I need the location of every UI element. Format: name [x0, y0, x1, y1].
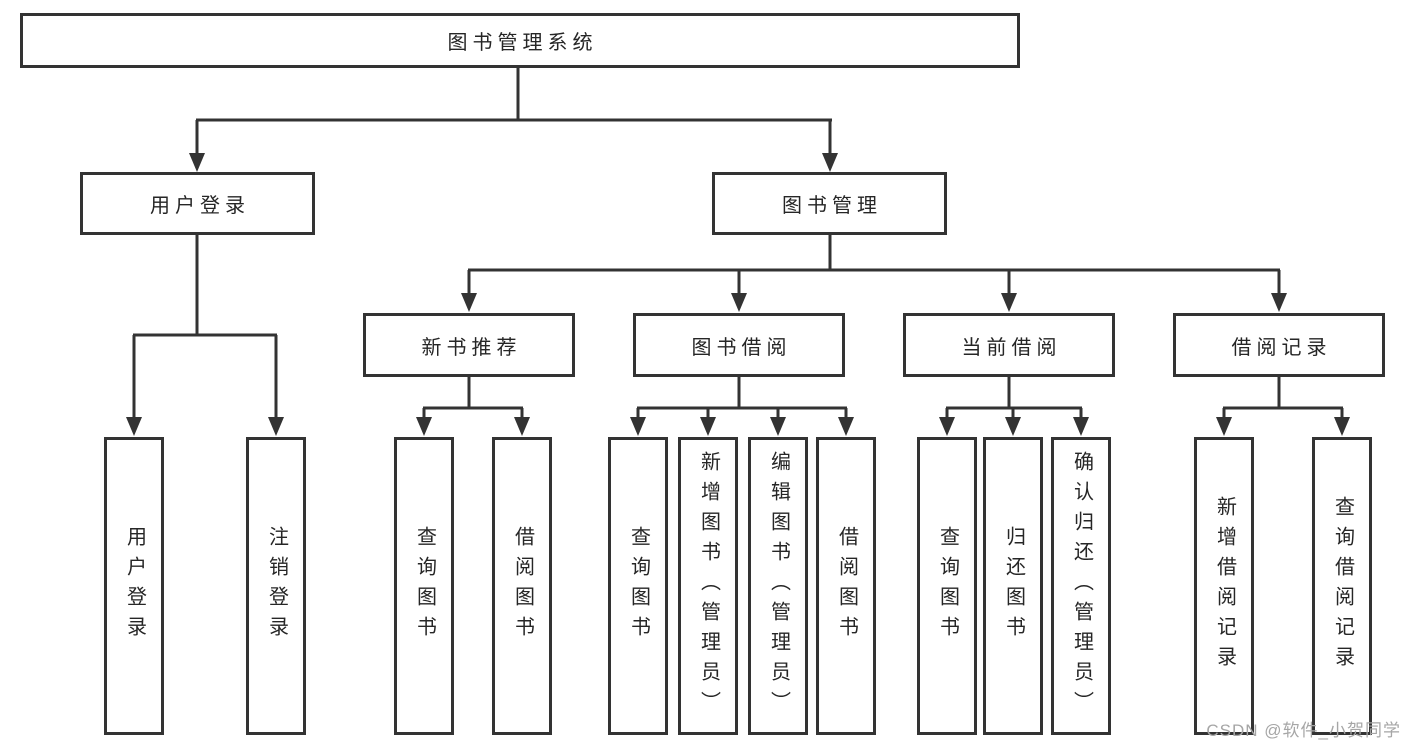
leaf-edit-book-admin: 编辑图书（管理员） [748, 437, 808, 735]
arrowhead-icon [268, 417, 284, 436]
connector-new-book-split [422, 377, 524, 421]
node-book-borrow: 图书借阅 [633, 313, 845, 377]
leaf-add-borrow-record-label: 新增借阅记录 [1213, 496, 1236, 676]
arrowhead-icon [822, 153, 838, 172]
leaf-edit-book-admin-label: 编辑图书（管理员） [767, 451, 790, 721]
connector-current-borrow-split [945, 377, 1083, 421]
node-book-management: 图书管理 [712, 172, 947, 235]
leaf-return-books-label: 归还图书 [1002, 526, 1025, 646]
arrowhead-icon [461, 293, 477, 312]
leaf-add-borrow-record: 新增借阅记录 [1194, 437, 1254, 735]
arrowhead-icon [1271, 293, 1287, 312]
node-user-login: 用户登录 [80, 172, 315, 235]
node-borrow-records-label: 借阅记录 [1231, 336, 1332, 359]
csdn-watermark: CSDN @软件_小贺同学 [1206, 721, 1401, 740]
leaf-borrow-books-recommend: 借阅图书 [492, 437, 552, 735]
leaf-borrow-books-recommend-label: 借阅图书 [511, 526, 534, 646]
arrowhead-icon [126, 417, 142, 436]
leaf-confirm-return-admin-label: 确认归还（管理员） [1070, 451, 1093, 721]
leaf-confirm-return-admin: 确认归还（管理员） [1051, 437, 1111, 735]
arrowhead-icon [514, 417, 530, 436]
arrowhead-icon [1216, 417, 1232, 436]
arrowhead-icon [1001, 293, 1017, 312]
leaf-query-books-borrow: 查询图书 [608, 437, 668, 735]
leaf-query-books-current: 查询图书 [917, 437, 977, 735]
leaf-query-books-recommend-label: 查询图书 [413, 526, 436, 646]
arrowhead-icon [189, 153, 205, 172]
leaf-borrow-books-label: 借阅图书 [835, 526, 858, 646]
arrowhead-icon [770, 417, 786, 436]
connector-book-borrow-split [636, 377, 848, 421]
leaf-add-book-admin: 新增图书（管理员） [678, 437, 738, 735]
node-new-book-recommend-label: 新书推荐 [421, 336, 522, 359]
leaf-query-borrow-record: 查询借阅记录 [1312, 437, 1372, 735]
leaf-add-book-admin-label: 新增图书（管理员） [697, 451, 720, 721]
leaf-query-books-recommend: 查询图书 [394, 437, 454, 735]
node-current-borrow: 当前借阅 [903, 313, 1115, 377]
connector-borrow-records-split [1222, 377, 1344, 421]
leaf-logout-label: 注销登录 [265, 526, 288, 646]
node-root: 图书管理系统 [20, 13, 1020, 68]
arrowhead-icon [700, 417, 716, 436]
leaf-user-login-label: 用户登录 [123, 526, 146, 646]
leaf-logout: 注销登录 [246, 437, 306, 735]
node-book-borrow-label: 图书借阅 [691, 336, 792, 359]
arrowhead-icon [731, 293, 747, 312]
connector-root-split [195, 68, 832, 156]
connector-user-login-split [132, 235, 278, 420]
leaf-query-books-current-label: 查询图书 [936, 526, 959, 646]
node-current-borrow-label: 当前借阅 [961, 336, 1062, 359]
arrowhead-icon [1073, 417, 1089, 436]
arrowhead-icon [630, 417, 646, 436]
node-user-login-label: 用户登录 [150, 195, 250, 217]
connector-book-management-split [467, 235, 1281, 297]
leaf-query-books-borrow-label: 查询图书 [627, 526, 650, 646]
node-root-label: 图书管理系统 [447, 32, 598, 54]
arrowhead-icon [1334, 417, 1350, 436]
node-book-management-label: 图书管理 [782, 195, 882, 217]
node-borrow-records: 借阅记录 [1173, 313, 1385, 377]
leaf-query-borrow-record-label: 查询借阅记录 [1331, 496, 1354, 676]
arrowhead-icon [1005, 417, 1021, 436]
leaf-user-login: 用户登录 [104, 437, 164, 735]
arrowhead-icon [939, 417, 955, 436]
leaf-return-books: 归还图书 [983, 437, 1043, 735]
arrowhead-icon [838, 417, 854, 436]
leaf-borrow-books: 借阅图书 [816, 437, 876, 735]
arrowhead-icon [416, 417, 432, 436]
node-new-book-recommend: 新书推荐 [363, 313, 575, 377]
